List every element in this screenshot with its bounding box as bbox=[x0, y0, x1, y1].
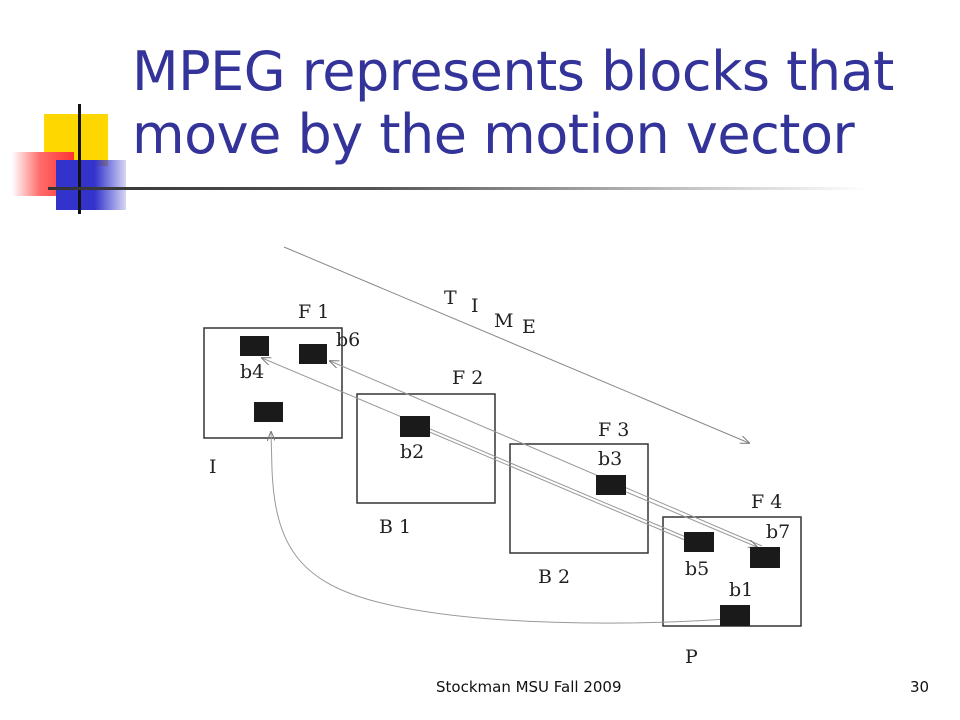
decor-blue-square bbox=[56, 160, 126, 210]
block-label-b7: b7 bbox=[766, 521, 790, 543]
block-b3 bbox=[596, 475, 626, 495]
frame-f2 bbox=[356, 393, 496, 504]
frame-type-i: I bbox=[209, 456, 217, 478]
decor-vertical-line bbox=[78, 104, 81, 214]
block-f1-lower bbox=[254, 402, 283, 422]
block-label-b4: b4 bbox=[240, 361, 264, 383]
motion-vector-b7-b6 bbox=[330, 361, 763, 547]
time-letter-m: M bbox=[494, 310, 513, 332]
frame-type-b2: B 2 bbox=[538, 566, 570, 588]
block-label-b2: b2 bbox=[400, 441, 424, 463]
frame-label-f2: F 2 bbox=[452, 367, 483, 389]
block-label-b1: b1 bbox=[729, 579, 753, 601]
frame-type-p: P bbox=[685, 646, 698, 668]
motion-vector-b5-b4 bbox=[262, 358, 701, 544]
slide-title: MPEG represents blocks that move by the … bbox=[132, 40, 894, 166]
block-label-b6: b6 bbox=[336, 329, 360, 351]
block-b4 bbox=[240, 336, 269, 356]
motion-vector-b2-b5 bbox=[419, 427, 693, 544]
time-letter-t: T bbox=[444, 287, 457, 309]
frame-label-f3: F 3 bbox=[598, 419, 629, 441]
block-b6 bbox=[299, 344, 327, 364]
block-b2 bbox=[400, 416, 430, 437]
time-letter-e: E bbox=[522, 316, 536, 338]
block-label-b5: b5 bbox=[685, 558, 709, 580]
time-arrow bbox=[283, 246, 749, 443]
block-b5 bbox=[684, 532, 714, 552]
motion-vector-b1-curve bbox=[271, 432, 728, 624]
motion-vector-b3-b7 bbox=[611, 485, 757, 547]
frame-label-f4: F 4 bbox=[751, 491, 782, 513]
block-b1 bbox=[720, 605, 750, 626]
block-b7 bbox=[750, 547, 780, 568]
footer-text: Stockman MSU Fall 2009 bbox=[436, 678, 622, 696]
frame-f3 bbox=[509, 443, 649, 554]
title-underline bbox=[48, 187, 868, 190]
block-label-b3: b3 bbox=[598, 448, 622, 470]
frame-label-f1: F 1 bbox=[298, 301, 329, 323]
frame-type-b1: B 1 bbox=[379, 516, 411, 538]
page-number: 30 bbox=[910, 678, 930, 696]
time-letter-i: I bbox=[471, 295, 479, 317]
